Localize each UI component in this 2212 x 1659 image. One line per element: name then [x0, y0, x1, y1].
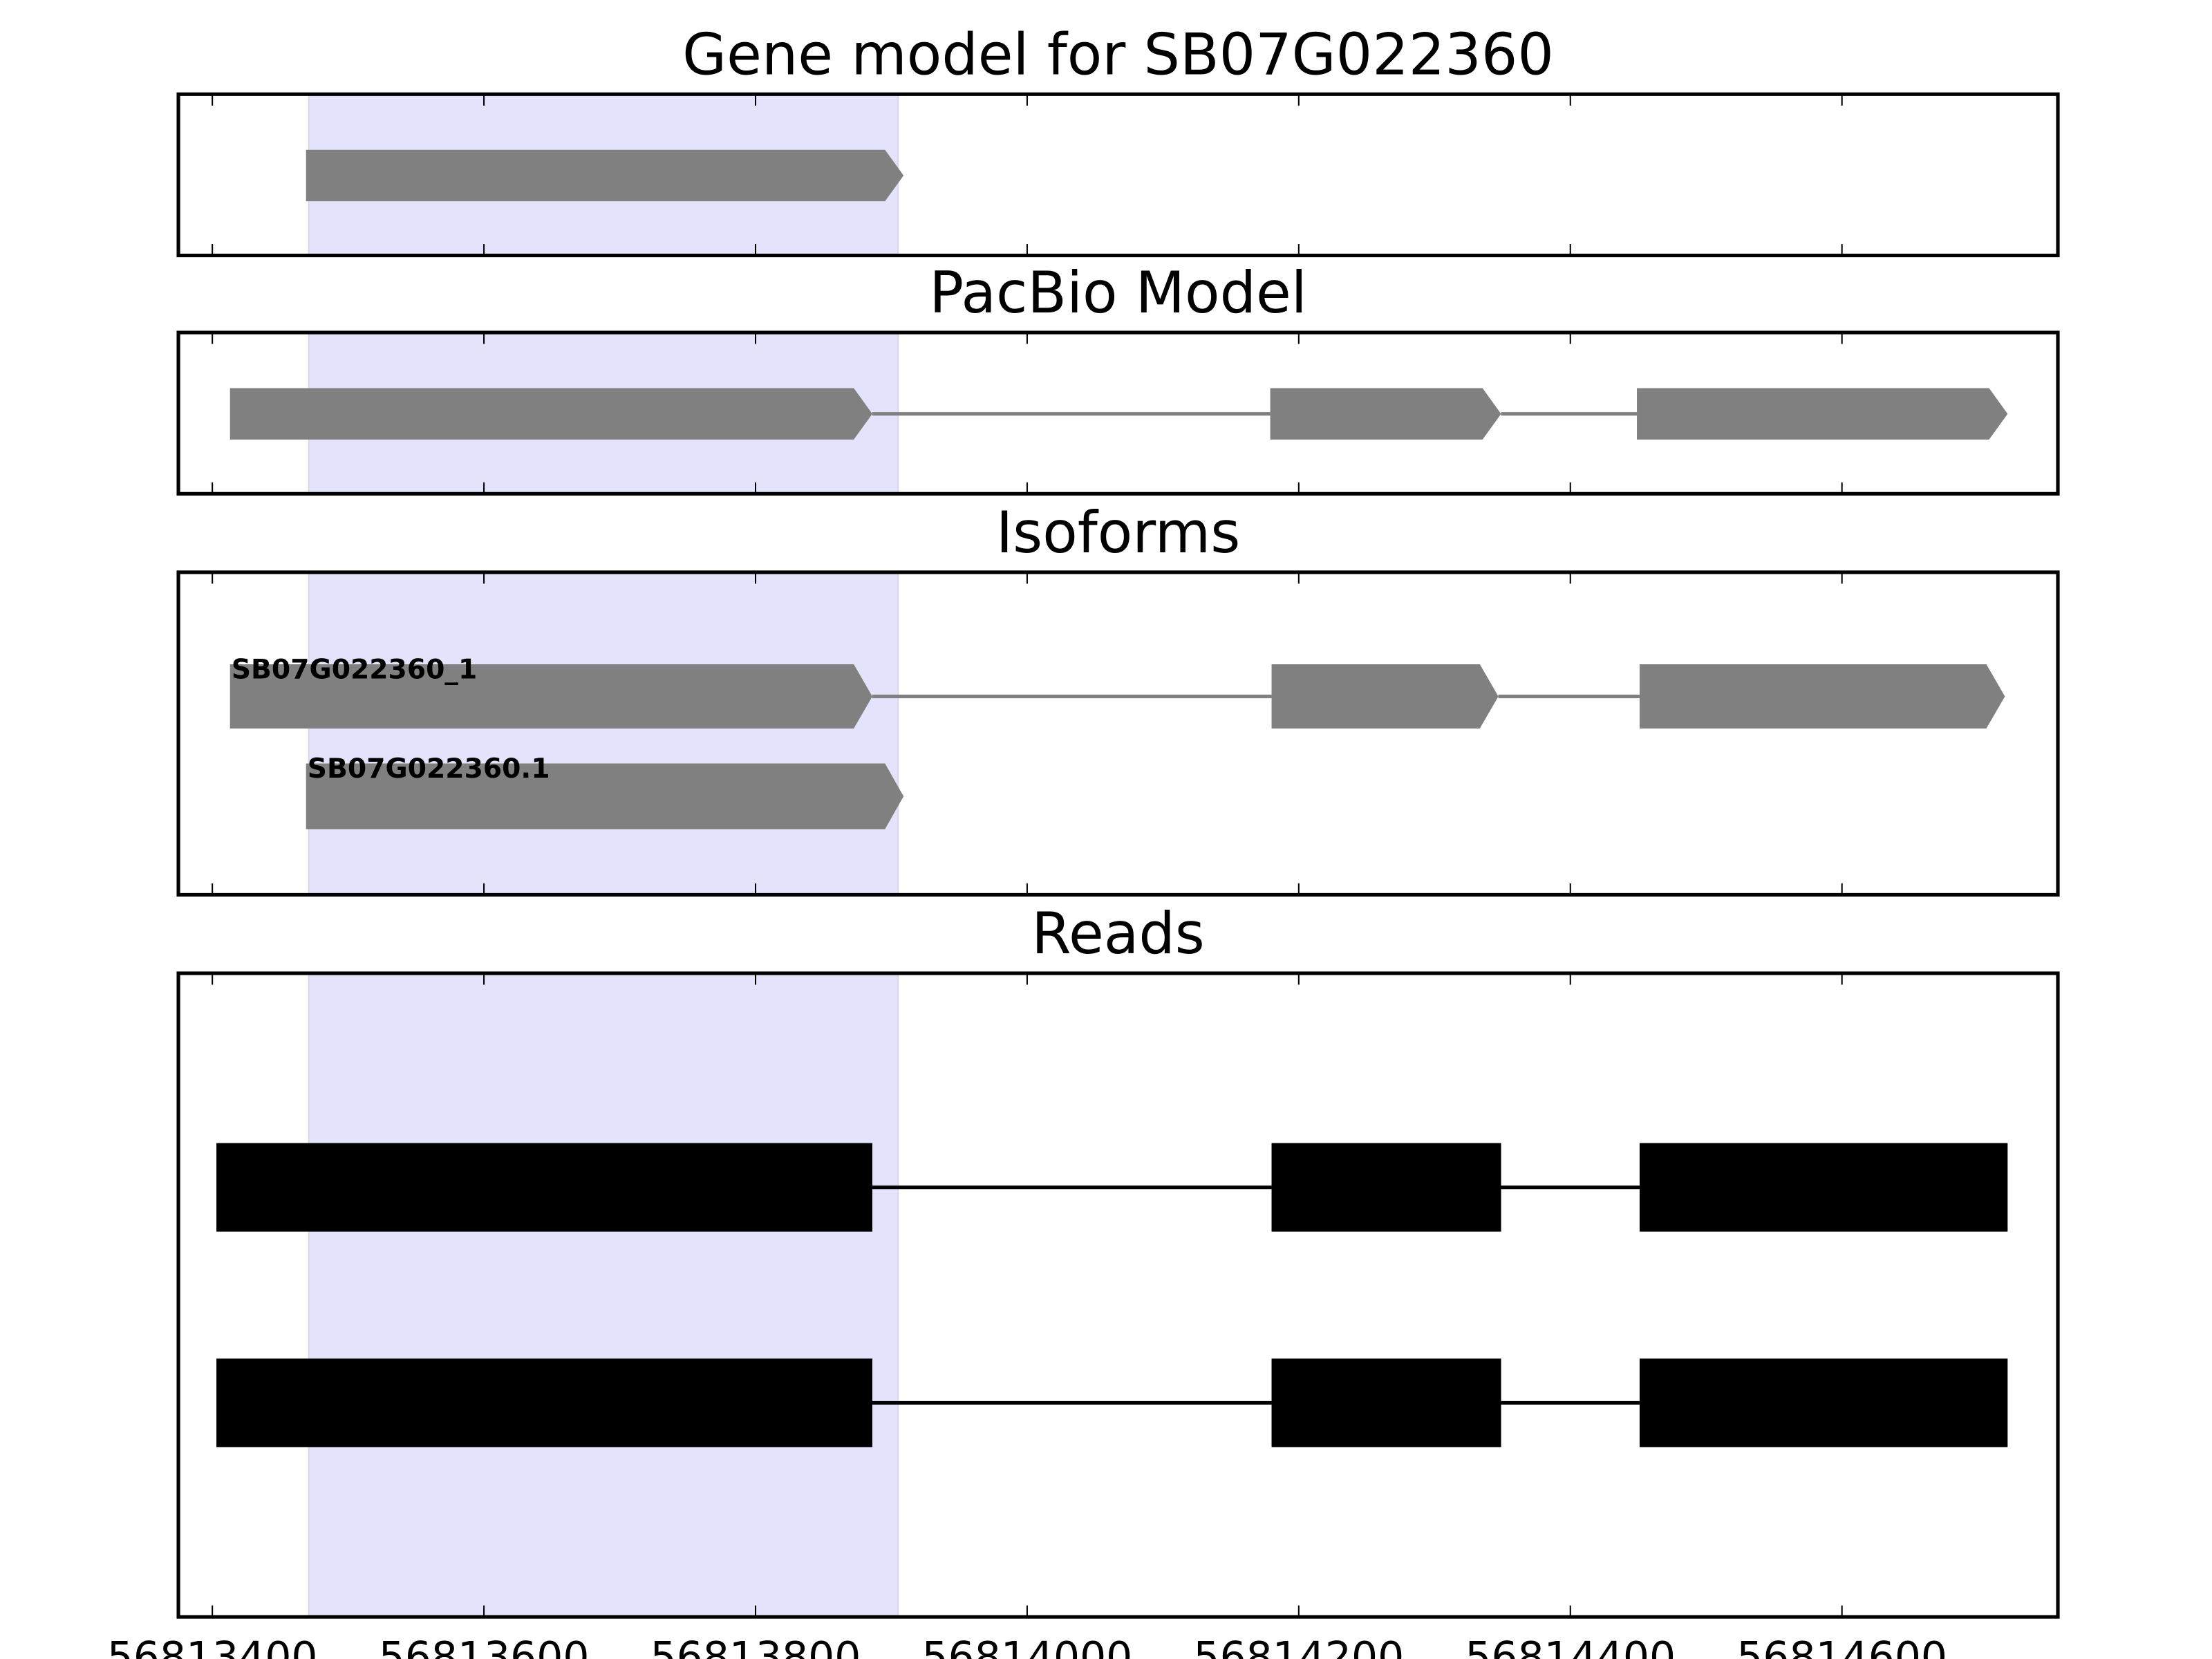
panel-3: Reads	[176, 901, 2060, 1619]
exon-arrow	[306, 149, 904, 202]
panel-title: Reads	[1031, 901, 1205, 967]
axes-frame	[176, 92, 2060, 258]
panel-title: Isoforms	[996, 500, 1240, 566]
exon-arrow	[1637, 388, 2008, 440]
panel-title: PacBio Model	[929, 260, 1306, 326]
panel-title: Gene model for SB07G022360	[682, 21, 1554, 88]
exon-arrow	[1270, 388, 1501, 440]
exon-arrow	[229, 664, 872, 729]
read-exon-block	[216, 1358, 872, 1447]
read-exon-block	[1639, 1358, 2008, 1447]
read-exon-block	[216, 1143, 872, 1232]
axes-frame	[176, 570, 2060, 897]
exon-arrow	[1639, 664, 2005, 729]
exon-arrow	[306, 763, 904, 830]
isoform-label: SB07G022360_1	[232, 655, 478, 686]
x-tick-label: 56813600	[379, 1633, 590, 1659]
x-tick-label: 56814600	[1736, 1633, 1947, 1659]
x-tick-label: 56814000	[922, 1633, 1133, 1659]
track	[306, 149, 904, 202]
panel-1: PacBio Model	[176, 260, 2060, 496]
axes-frame	[176, 971, 2060, 1619]
x-tick-label: 56813400	[107, 1633, 318, 1659]
track	[216, 1358, 2008, 1447]
highlight-region	[308, 571, 899, 896]
track: SB07G022360.1	[306, 753, 904, 830]
read-exon-block	[1271, 1358, 1501, 1447]
exon-arrow	[229, 388, 872, 440]
track	[229, 388, 2008, 440]
read-exon-block	[1639, 1143, 2008, 1232]
track	[216, 1143, 2008, 1232]
panel-0: Gene model for SB07G022360	[176, 21, 2060, 258]
x-tick-label: 56813800	[650, 1633, 861, 1659]
highlight-region	[308, 972, 899, 1618]
exon-arrow	[1271, 664, 1499, 729]
x-tick-label: 56814400	[1465, 1633, 1676, 1659]
x-tick-label: 56814200	[1193, 1633, 1404, 1659]
read-exon-block	[1271, 1143, 1501, 1232]
axes-frame	[176, 330, 2060, 496]
track: SB07G022360_1	[229, 655, 2005, 729]
isoform-label: SB07G022360.1	[308, 753, 550, 785]
